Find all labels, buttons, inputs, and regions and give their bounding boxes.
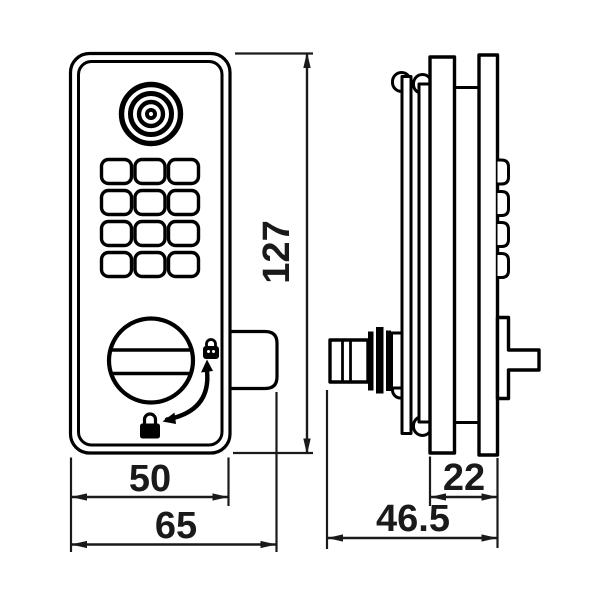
keypad-button [99,219,134,248]
keypad-button [133,188,167,217]
keypad-button [166,188,201,217]
keypad-button [133,157,167,186]
dimension-width-65: 65 [71,392,278,552]
keypad-button [166,219,201,248]
thumbturn-dial [106,316,196,405]
deadbolt-front [227,329,279,391]
back-plate [400,75,413,435]
cylinder-flange-plate [390,331,404,390]
cylinder-side [328,327,404,394]
front-housing-profile [477,53,500,457]
dim-label-body-width: 50 [129,458,171,500]
mounting-plate [428,55,457,455]
keypad-button [133,250,167,279]
side-view [328,53,541,457]
unlock-direction-arrow [162,359,213,424]
camera-lens-icon [118,81,184,147]
keypad-button [133,219,167,248]
lock-faceplate-inner [77,60,224,447]
keypad [99,157,201,279]
arrowhead [162,412,176,424]
keypad-button [166,157,201,186]
arrowhead [201,359,213,373]
deadbolt-side [495,315,541,401]
dim-label-height: 127 [256,220,298,283]
dimension-depth-46-5: 46.5 [325,390,498,549]
dim-label-case-depth: 22 [443,457,485,499]
padlock-unlocked-icon [203,338,219,359]
dim-label-overall-depth: 46.5 [376,498,450,540]
keypad-button [99,157,134,186]
keypad-button [99,250,134,279]
dimension-height-127: 127 [233,52,313,455]
keypad-button [166,250,201,279]
keypad-button [99,188,134,217]
dimension-depth-22: 22 [428,456,499,548]
padlock-locked-icon [140,412,160,439]
keypad-buttons-profile [496,158,510,279]
dimensions: 127 50 65 22 [69,52,499,552]
front-view [68,51,279,455]
dim-label-overall-width: 65 [155,505,197,547]
dimension-width-50: 50 [69,457,230,552]
